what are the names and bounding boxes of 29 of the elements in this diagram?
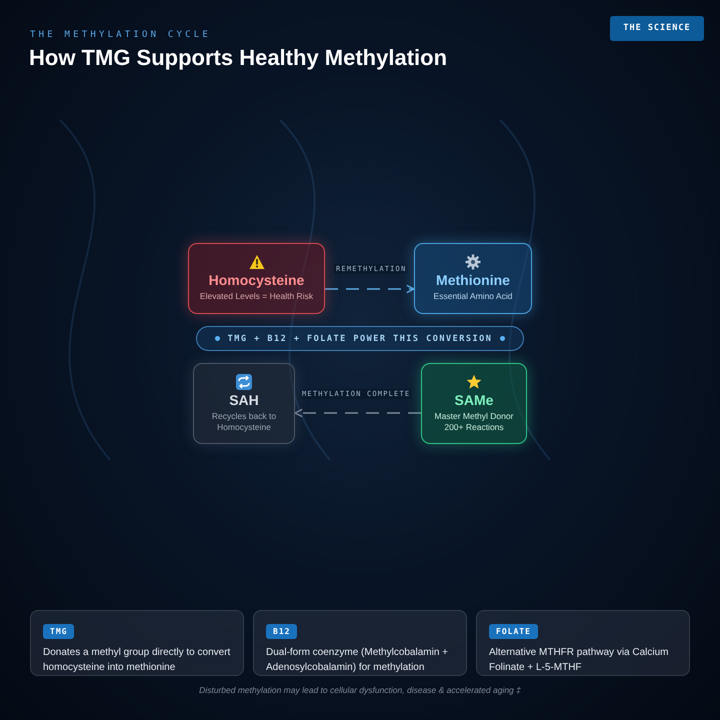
tag-badge: TMG bbox=[43, 624, 74, 639]
node-description: Master Methyl Donor 200+ Reactions bbox=[434, 410, 514, 434]
node-description: Recycles back to Homocysteine bbox=[210, 410, 278, 434]
node-title: Homocysteine bbox=[208, 272, 304, 288]
tag-badge: FOLATE bbox=[489, 624, 538, 639]
footnote: Disturbed methylation may lead to cellular dysfunction, disease & accelerated aging ‡ bbox=[198, 685, 522, 695]
card-description: Dual-form coenzyme (Methylcobalamin + Adenosylcobalamin) for methylation bbox=[266, 646, 450, 675]
tag-badge: B12 bbox=[266, 624, 298, 639]
process-box bbox=[421, 363, 527, 444]
title: How TMG Supports Healthy Methylation bbox=[29, 45, 448, 71]
subtitle: THE METHYLATION CYCLE bbox=[30, 30, 211, 40]
node-title: SAH bbox=[229, 392, 259, 408]
info-card bbox=[30, 610, 244, 676]
info-banner bbox=[196, 326, 524, 351]
process-box bbox=[414, 243, 532, 314]
card-description: Donates a methyl group directly to convert homocysteine into methionine bbox=[43, 646, 231, 675]
info-card bbox=[476, 610, 690, 676]
node-title: Methionine bbox=[436, 272, 510, 288]
card-description: Alternative MTHFR pathway via Calcium Folinate + L-5-MTHF bbox=[489, 646, 670, 675]
process-box bbox=[193, 363, 295, 444]
info-card bbox=[253, 610, 467, 676]
banner-text: TMG + B12 + FOLATE POWER THIS CONVERSION bbox=[228, 334, 492, 344]
process-box bbox=[188, 243, 325, 314]
node-description: Elevated Levels = Health Risk bbox=[198, 291, 314, 303]
section-badge: THE SCIENCE bbox=[610, 16, 704, 41]
arrow bbox=[325, 284, 415, 294]
node-description: Essential Amino Acid bbox=[432, 291, 514, 303]
arrow bbox=[294, 408, 421, 418]
node-title: SAMe bbox=[454, 392, 494, 408]
